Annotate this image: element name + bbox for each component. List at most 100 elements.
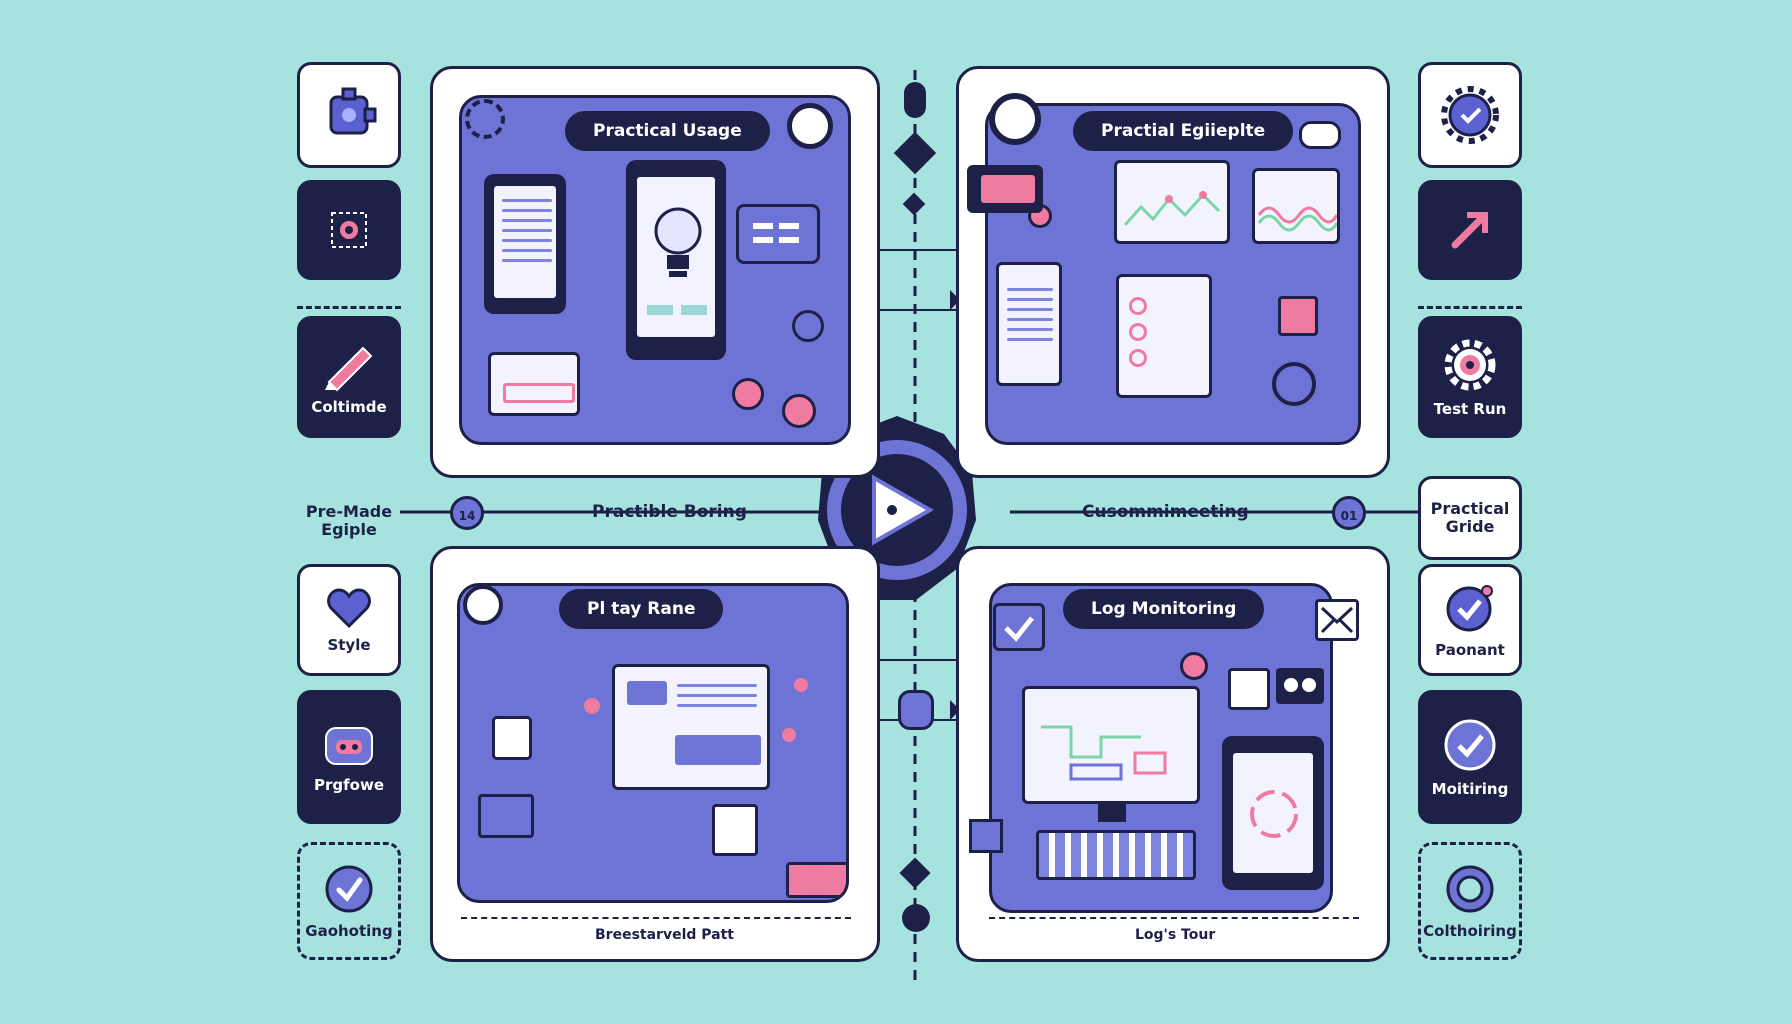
phone-button-a[interactable] — [647, 305, 673, 315]
spine-node-top[interactable] — [904, 82, 926, 118]
pink-dot-a[interactable] — [584, 698, 600, 714]
recycle-icon — [1250, 790, 1298, 838]
left-card-label-pencil: Coltimde — [311, 398, 387, 416]
location-pin-icon[interactable] — [463, 585, 503, 625]
panel-inner — [985, 103, 1361, 445]
target-icon — [331, 212, 367, 248]
gauge-node[interactable] — [1272, 362, 1316, 406]
pink-node-a[interactable] — [732, 378, 764, 410]
footer-line — [989, 917, 1359, 919]
small-box-node[interactable] — [969, 819, 1003, 853]
dialog-window — [612, 664, 770, 790]
panel-title-log-monitoring: Log Monitoring — [1063, 589, 1265, 629]
pink-tag-node[interactable] — [786, 862, 846, 898]
left-card-bot[interactable]: Prgfowe — [297, 690, 401, 824]
phone-lightbulb-screen — [634, 174, 718, 340]
home-node[interactable] — [492, 716, 532, 760]
panel-inner — [459, 95, 851, 445]
right-badge[interactable]: 01 — [1332, 496, 1366, 530]
pink-dot-d[interactable] — [1180, 652, 1208, 680]
footer-line — [461, 917, 851, 919]
cloud-icon — [1299, 121, 1341, 149]
left-card-puzzle[interactable] — [297, 62, 401, 168]
panel-play-range: Pl tay Rane Breestarveld Patt — [430, 546, 880, 962]
panel-practical-example: Practial Egiieplte — [956, 66, 1390, 478]
panel-footer-play-range: Breestarveld Patt — [595, 927, 734, 943]
chart-window-2 — [1252, 168, 1340, 244]
small-window-a[interactable] — [1228, 668, 1270, 710]
spine-node-mid[interactable] — [898, 690, 934, 730]
right-card-label-target: Colthoiring — [1423, 922, 1517, 940]
doc-window-1 — [996, 262, 1062, 386]
right-card-label-monitoring: Moitiring — [1431, 780, 1509, 798]
text-lines — [1007, 281, 1053, 348]
pencil-icon — [325, 346, 373, 392]
check-node-icon[interactable] — [792, 310, 824, 342]
monitor-stand — [1098, 804, 1126, 822]
left-card-premade[interactable]: Pre-Made Egiple — [297, 478, 401, 558]
gear-target-icon — [1444, 339, 1496, 391]
right-card-target[interactable]: Colthoiring — [1418, 842, 1522, 960]
spine-node-bottom[interactable] — [902, 904, 930, 932]
pink-node-b[interactable] — [782, 394, 816, 428]
left-card-heart[interactable]: Style — [297, 564, 401, 676]
right-card-badge[interactable]: Paonant — [1418, 564, 1522, 676]
panel-title-practical-example: Practial Egiieplte — [1073, 111, 1294, 151]
bookmark-node[interactable] — [712, 804, 758, 856]
right-card-guide[interactable]: Practical Gride — [1418, 476, 1522, 560]
checkbox-icon[interactable] — [993, 603, 1045, 651]
check-badge-icon — [1446, 585, 1493, 632]
check-shield-icon — [1444, 719, 1496, 771]
pink-dot-b[interactable] — [794, 678, 808, 692]
camera-lens-icon[interactable] — [989, 93, 1041, 145]
double-box-node[interactable] — [478, 794, 534, 838]
flow-diagram-icon — [1041, 725, 1167, 781]
keyboard — [1036, 830, 1196, 880]
pink-form-field[interactable] — [503, 383, 575, 403]
panel-footer-log-monitoring: Log's Tour — [1135, 927, 1216, 943]
bot-face-icon — [325, 727, 373, 765]
chart-window-1 — [1114, 160, 1230, 244]
pink-box-node[interactable] — [1278, 296, 1318, 336]
right-card-gear[interactable] — [1418, 62, 1522, 168]
left-card-target[interactable] — [297, 180, 401, 280]
left-card-pencil[interactable]: Coltimde — [297, 316, 401, 438]
text-lines — [677, 677, 757, 714]
puzzle-gear-icon — [329, 87, 377, 135]
flag-card-icon[interactable] — [967, 165, 1043, 213]
left-card-label-check: Gaohoting — [305, 922, 393, 940]
right-card-testrun[interactable]: Test Run — [1418, 316, 1522, 438]
right-card-monitoring[interactable]: Moitiring — [1418, 690, 1522, 824]
right-card-label-guide: Practical Gride — [1430, 499, 1510, 536]
center-right-label: Cusommimeeting — [1082, 502, 1249, 522]
right-card-label-testrun: Test Run — [1433, 400, 1507, 418]
panel-log-monitoring: Log Monitoring Log's Tour — [956, 546, 1390, 962]
check-circle-icon — [325, 865, 373, 913]
phone-button-b[interactable] — [681, 305, 707, 315]
right-card-arrow[interactable] — [1418, 180, 1522, 280]
phone-mockup — [484, 174, 566, 314]
settings-gear-icon[interactable] — [465, 99, 505, 139]
monitor-window — [1022, 686, 1200, 804]
tablet-screen — [1230, 750, 1316, 876]
left-card-check[interactable]: Gaohoting — [297, 842, 401, 960]
panel-title-practical-usage: Practical Usage — [565, 111, 770, 151]
doc-window-2 — [1116, 274, 1212, 398]
mail-icon[interactable] — [1315, 599, 1359, 641]
chat-bubble[interactable] — [736, 204, 820, 264]
phone-lightbulb — [626, 160, 726, 360]
left-card-label-premade: Pre-Made Egiple — [305, 502, 393, 539]
tablet-mockup — [1222, 736, 1324, 890]
lens-icon[interactable] — [787, 103, 833, 149]
heart-icon — [327, 588, 371, 629]
right-card-label-badge: Paonant — [1435, 641, 1505, 659]
eyes-window[interactable] — [1276, 668, 1324, 704]
left-divider — [297, 292, 401, 309]
left-card-label-heart: Style — [327, 636, 371, 654]
check-mark — [1004, 616, 1034, 642]
panel-title-play-range: Pl tay Rane — [559, 589, 724, 629]
left-badge[interactable]: 14 — [450, 496, 484, 530]
panel-inner — [457, 583, 849, 903]
pink-dot-c[interactable] — [782, 728, 796, 742]
panel-practical-usage: Practical Usage — [430, 66, 880, 478]
